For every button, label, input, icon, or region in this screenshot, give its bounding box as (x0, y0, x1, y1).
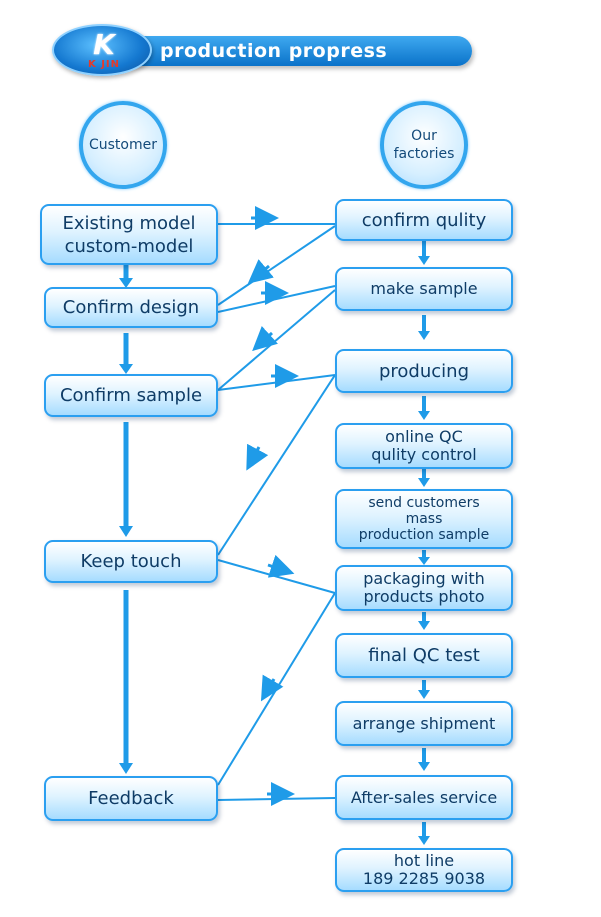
step-confirm-design: Confirm design (44, 287, 218, 328)
step-feedback: Feedback (44, 776, 218, 821)
cross-connector-lines (217, 223, 336, 801)
step-packaging: packaging with products photo (335, 565, 513, 611)
step-after-sales: After-sales service (335, 775, 513, 820)
logo-text: K JIN (87, 59, 121, 70)
page-title: production propress (160, 40, 388, 62)
step-keep-touch: Keep touch (44, 540, 218, 583)
step-existing-model: Existing model custom-model (40, 204, 218, 265)
header-banner: production propress K K JIN (52, 24, 472, 76)
step-final-qc: final QC test (335, 633, 513, 678)
customer-arrowheads (119, 278, 133, 774)
factories-circle: Our factories (380, 101, 468, 189)
direction-arrows (246, 206, 299, 806)
step-arrange-shipment: arrange shipment (335, 701, 513, 746)
title-bar (122, 36, 472, 66)
logo-letter: K (93, 28, 115, 61)
step-confirm-quality: confirm qulity (335, 199, 513, 241)
factory-arrowheads (418, 256, 430, 845)
customer-circle: Customer (79, 101, 167, 189)
step-make-sample: make sample (335, 267, 513, 311)
step-confirm-sample: Confirm sample (44, 374, 218, 417)
step-send-customers-sample: send customers mass production sample (335, 489, 513, 549)
step-producing: producing (335, 349, 513, 393)
step-online-qc: online QC qulity control (335, 423, 513, 469)
company-logo: K K JIN (52, 24, 152, 76)
step-hot-line: hot line 189 2285 9038 (335, 848, 513, 892)
